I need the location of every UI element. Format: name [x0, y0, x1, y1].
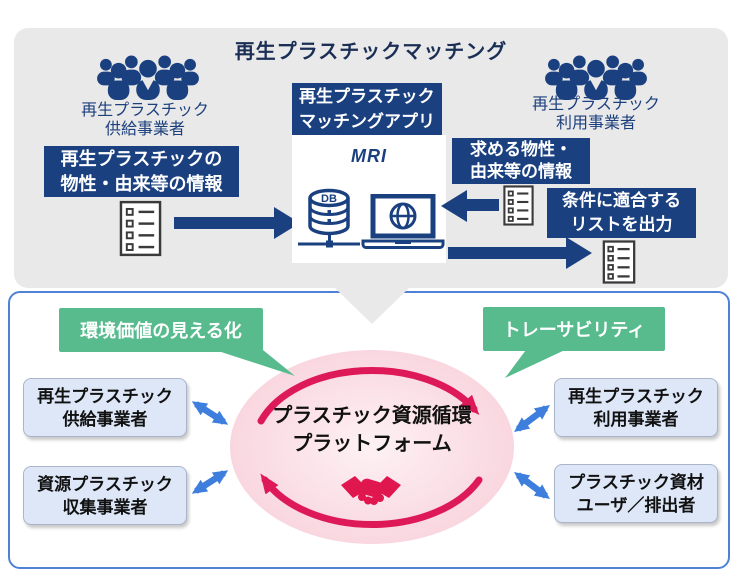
checklist-document-icon — [503, 185, 534, 226]
app-to-output-arrow-head — [566, 237, 592, 269]
traceability-callout-label: トレーサビリティ — [502, 320, 646, 340]
visualization-callout: 環境価値の見える化 — [59, 308, 263, 352]
traceability-callout: トレーサビリティ — [483, 307, 665, 351]
user-to-app-arrow-head — [441, 190, 467, 222]
platform-title-line2: プラットフォーム — [292, 433, 452, 455]
handshake-icon — [341, 476, 401, 505]
supply-to-app-arrow — [174, 217, 276, 229]
visualization-callout-label: 環境価値の見える化 — [80, 321, 242, 341]
member-box-user: 再生プラスチック 利用事業者 — [554, 378, 718, 437]
checklist-document-icon — [119, 200, 162, 257]
app-header-line1: 再生プラスチック — [299, 87, 435, 106]
platform-ellipse — [230, 350, 514, 544]
output-list-box: 条件に適合する リストを出力 — [547, 188, 696, 238]
circular-arrows-icon — [257, 366, 483, 529]
supplier-caption-line1: 再生プラスチック — [81, 102, 209, 119]
matching-app-header: 再生プラスチック マッチングアプリ — [292, 83, 442, 135]
member-user-line2: 利用事業者 — [593, 409, 679, 429]
member-box-collector: 資源プラスチック 収集事業者 — [23, 466, 187, 525]
user-info-line2: 由来等の情報 — [470, 162, 572, 181]
member-collector-line1: 資源プラスチック — [37, 474, 173, 494]
app-header-line2: マッチングアプリ — [299, 112, 435, 131]
supplier-info-box: 再生プラスチックの 物性・由来等の情報 — [44, 146, 239, 197]
output-box-line1: 条件に適合する — [562, 191, 681, 210]
app-to-output-arrow — [448, 247, 570, 259]
output-box-line2: リストを出力 — [570, 215, 673, 234]
member-collector-line2: 収集事業者 — [62, 497, 148, 517]
people-group-icon — [545, 55, 647, 101]
people-group-icon — [97, 55, 199, 101]
laptop-globe-icon — [361, 194, 445, 249]
member-user-line1: 再生プラスチック — [568, 386, 704, 406]
member-material-user-line1: プラスチック資材 — [568, 472, 704, 492]
member-supplier-line1: 再生プラスチック — [37, 386, 173, 406]
supplier-info-line1: 再生プラスチックの — [60, 148, 223, 169]
member-box-material-user: プラスチック資材 ユーザ／排出者 — [554, 464, 718, 523]
mri-logo: MRI — [351, 146, 387, 166]
db-label: DB — [321, 193, 337, 205]
supplier-group-caption: 再生プラスチック 供給事業者 — [55, 101, 235, 139]
user-group-caption: 再生プラスチック 利用事業者 — [506, 95, 686, 133]
user-to-app-arrow — [465, 199, 499, 211]
member-supplier-line2: 供給事業者 — [62, 409, 148, 429]
user-caption-line1: 再生プラスチック — [532, 96, 660, 113]
diagram-title: 再生プラスチックマッチング — [234, 41, 508, 63]
user-caption-line2: 利用事業者 — [555, 115, 636, 132]
user-info-box: 求める物性・ 由来等の情報 — [452, 138, 590, 184]
member-box-supplier: 再生プラスチック 供給事業者 — [23, 378, 187, 437]
supplier-caption-line2: 供給事業者 — [104, 121, 185, 138]
user-info-line1: 求める物性・ — [470, 140, 572, 159]
supplier-info-line2: 物性・由来等の情報 — [60, 173, 223, 194]
panel-connector-triangle — [335, 288, 409, 324]
checklist-document-icon — [602, 240, 636, 284]
database-icon: DB — [298, 188, 360, 248]
platform-title-line1: プラスチック資源循環 — [272, 405, 472, 427]
platform-title: プラスチック資源循環 プラットフォーム — [230, 402, 514, 458]
member-material-user-line2: ユーザ／排出者 — [576, 495, 696, 515]
